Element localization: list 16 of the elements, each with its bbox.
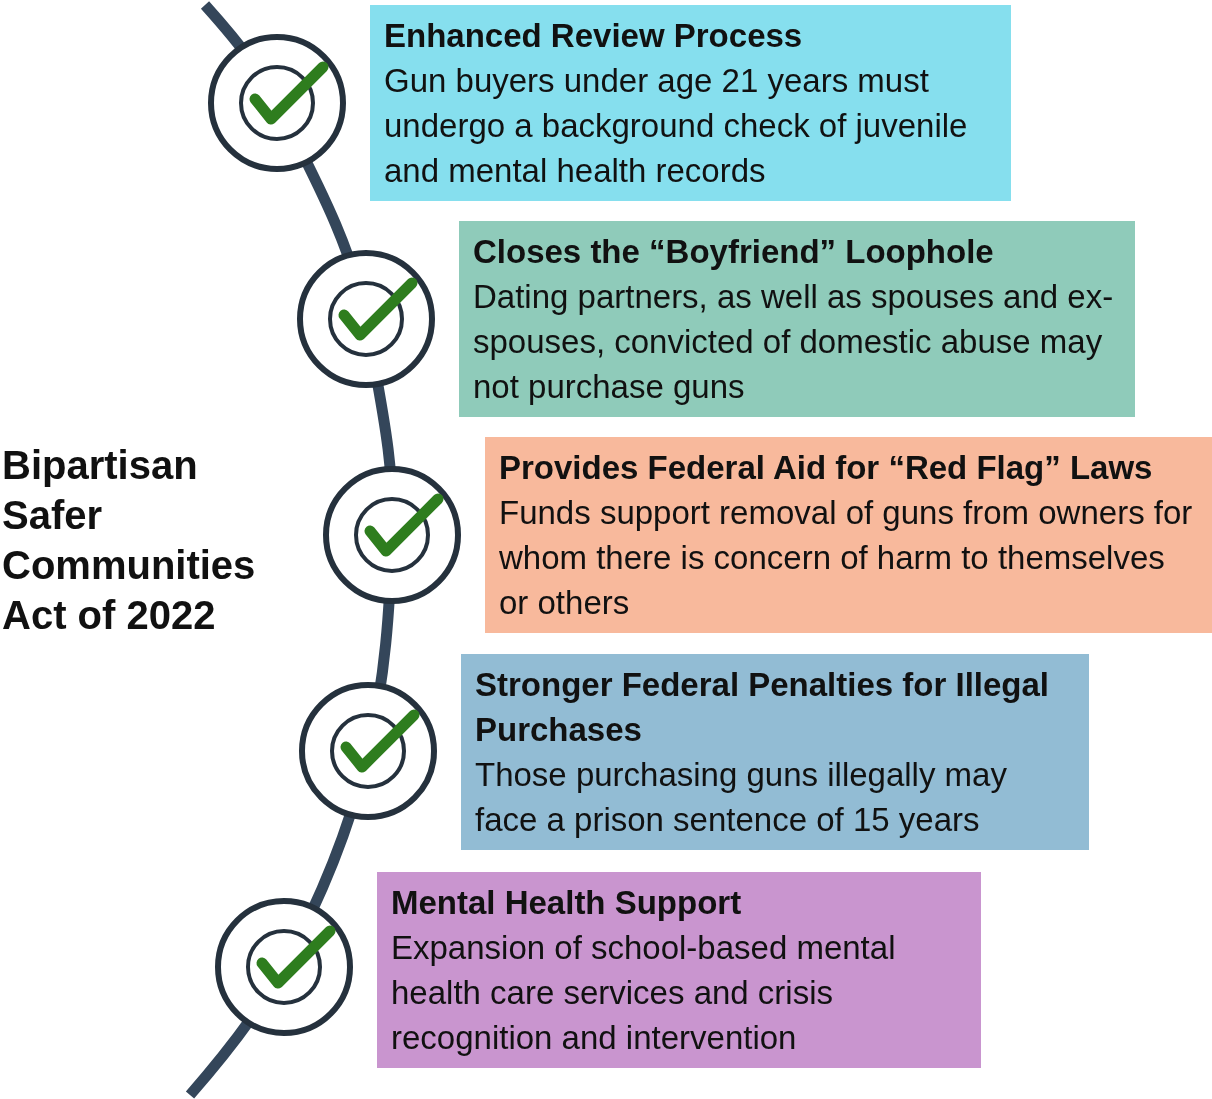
box-heading: Closes the “Boyfriend” Loophole bbox=[473, 232, 995, 272]
box-text: Gun buyers under age 21 years must undergo a background check of juvenile and mental health records bbox=[384, 61, 969, 191]
box-heading: Provides Federal Aid for “Red Flag” Laws bbox=[499, 448, 1154, 488]
info-box bbox=[485, 437, 1212, 633]
box-heading: Enhanced Review Process bbox=[384, 16, 804, 56]
box-heading: Mental Health Support bbox=[391, 883, 743, 923]
title: Bipartisan Safer Communities Act of 2022 bbox=[2, 442, 257, 639]
box-heading: Stronger Federal Penalties for Illegal Purchases bbox=[475, 665, 1050, 750]
box-text: Expansion of school-based mental health care services and crisis recognition and intervention bbox=[391, 928, 897, 1058]
box-text: Funds support removal of guns from owners for whom there is concern of harm to themselves or others bbox=[499, 493, 1194, 623]
info-box bbox=[459, 221, 1135, 417]
info-box bbox=[370, 5, 1011, 201]
box-text: Those purchasing guns illegally may face a prison sentence of 15 years bbox=[475, 755, 1008, 840]
info-box bbox=[461, 654, 1089, 850]
box-text: Dating partners, as well as spouses and ex-spouses, convicted of domestic abuse may not purchase guns bbox=[473, 277, 1115, 407]
info-box bbox=[377, 872, 981, 1068]
